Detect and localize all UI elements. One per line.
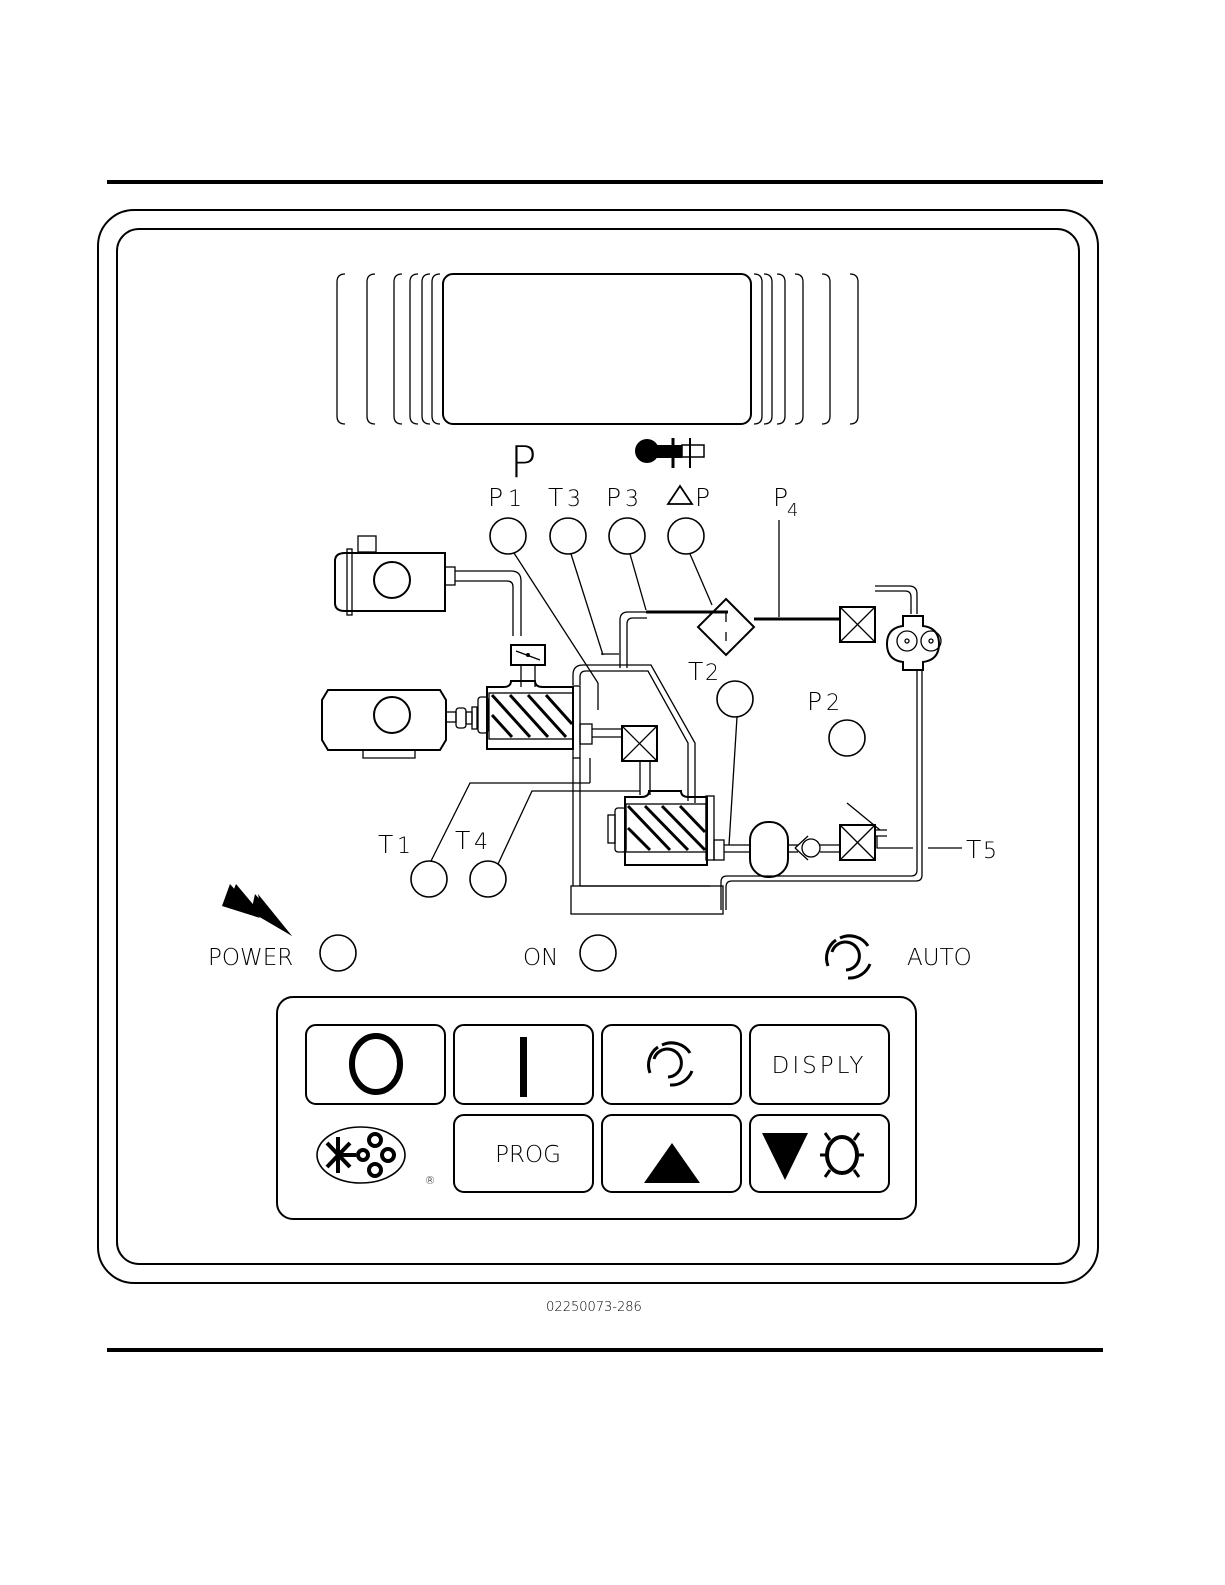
gauge-p1[interactable] [490, 518, 526, 554]
svg-text:P: P [606, 483, 621, 512]
gauge-p3[interactable] [609, 518, 645, 554]
svg-text:4: 4 [474, 830, 488, 855]
svg-text:P: P [807, 687, 822, 716]
registered-mark: ® [425, 1174, 436, 1187]
auto-swirl-icon [827, 936, 870, 978]
gauge-label-t3: T 3 [548, 483, 581, 512]
motor-icon [322, 690, 477, 758]
gauge-label-p1: P 1 [488, 483, 522, 512]
lightning-icon [222, 884, 292, 936]
svg-text:T: T [688, 657, 703, 686]
svg-text:P: P [695, 483, 710, 512]
gauge-t2[interactable] [717, 681, 753, 717]
gauge-t3[interactable] [550, 518, 586, 554]
down-reset-button[interactable] [750, 1115, 889, 1192]
gauge-delta-p[interactable] [668, 518, 704, 554]
check-valve-icon [802, 839, 820, 857]
delta-icon [668, 486, 692, 504]
svg-text:2: 2 [826, 691, 840, 716]
power-label: POWER [208, 945, 293, 971]
panel-outer-frame [98, 210, 1098, 1283]
first-stage-airend-icon [478, 681, 592, 758]
prog-button[interactable]: PROG [454, 1115, 593, 1192]
lcd-display [337, 274, 858, 424]
svg-text:P: P [773, 483, 788, 512]
on-indicator[interactable] [580, 935, 616, 971]
prog-button-label: PROG [495, 1142, 561, 1168]
gauge-p2[interactable] [829, 720, 865, 756]
svg-text:1: 1 [508, 487, 522, 512]
gauge-label-t5: T 5 [966, 835, 997, 864]
separator-tank-icon [750, 822, 788, 877]
gauge-label-p3: P 3 [606, 483, 639, 512]
svg-text:T: T [548, 483, 563, 512]
thermometer-icon [635, 438, 704, 468]
svg-text:T: T [378, 830, 393, 859]
oil-filter-icon [698, 599, 754, 655]
display-button[interactable]: DISPLY [750, 1025, 889, 1104]
gauge-label-t4: T 4 [455, 826, 488, 855]
display-button-label: DISPLY [772, 1053, 867, 1079]
pressure-symbol: P [510, 437, 537, 488]
gauge-label-p4: P 4 [773, 483, 798, 521]
gauge-t1[interactable] [411, 861, 447, 897]
gauge-t4[interactable] [470, 861, 506, 897]
air-filter-icon [335, 536, 455, 615]
figure-id: 02250073-286 [546, 1300, 642, 1315]
svg-text:5: 5 [983, 839, 997, 864]
svg-text:T: T [455, 826, 470, 855]
brand-logo-icon [317, 1127, 405, 1183]
second-stage-airend-icon [608, 791, 724, 865]
auto-label: AUTO [907, 945, 972, 971]
start-button[interactable] [454, 1025, 593, 1104]
svg-text:4: 4 [787, 500, 798, 521]
svg-text:T: T [966, 835, 981, 864]
auto-button[interactable] [602, 1025, 741, 1104]
svg-text:2: 2 [705, 661, 719, 686]
stop-button[interactable] [306, 1025, 445, 1104]
start-bar-icon [520, 1037, 527, 1097]
svg-text:P: P [488, 483, 503, 512]
svg-text:3: 3 [567, 487, 581, 512]
fan-pump-icon [887, 616, 941, 670]
gauge-label-t1: T 1 [378, 830, 411, 859]
oil-sump-icon [571, 886, 723, 914]
gauge-label-delta-p: P [668, 483, 710, 512]
svg-text:3: 3 [625, 487, 639, 512]
power-indicator[interactable] [320, 935, 356, 971]
panel-inner-frame [117, 229, 1079, 1264]
on-label: ON [523, 945, 558, 971]
svg-text:1: 1 [397, 834, 411, 859]
brand-logo: ® [317, 1127, 436, 1187]
compressor-schematic [322, 520, 962, 914]
gauge-label-p2: P 2 [807, 687, 840, 716]
gauge-label-t2: T 2 [688, 657, 719, 686]
up-button[interactable] [602, 1115, 741, 1192]
